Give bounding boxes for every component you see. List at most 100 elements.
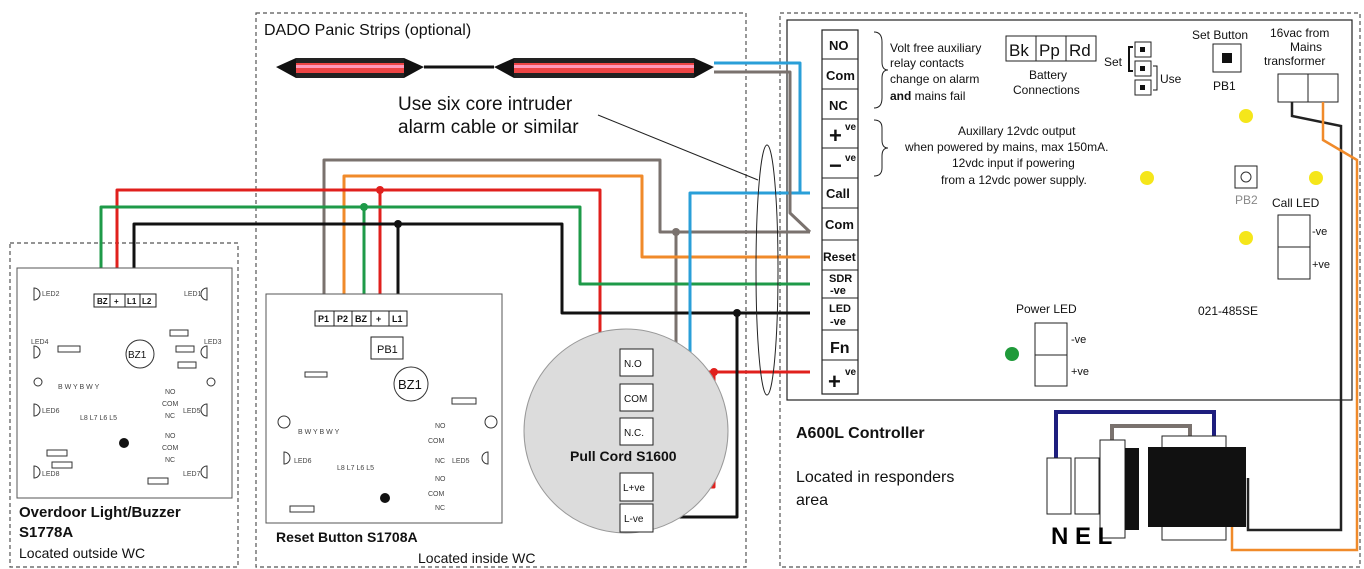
overdoor-dot xyxy=(119,438,129,448)
controller-location2: area xyxy=(796,492,828,509)
mains-0: 16vac from xyxy=(1270,26,1329,40)
od-led-5: LED5 xyxy=(183,408,201,415)
pullcord-terminals: N.O COM N.C. L+ve L-ve xyxy=(619,348,654,533)
od-sw-2: NC xyxy=(165,413,175,420)
wire-mains-orange xyxy=(1230,102,1359,552)
aux-note-1: when powered by mains, max 150mA. xyxy=(904,140,1108,154)
power-led-title: Power LED xyxy=(1016,302,1077,316)
overdoor-location: Located outside WC xyxy=(19,545,145,561)
relay-note-rest: mains fail xyxy=(911,89,965,103)
set-button-cap xyxy=(1222,53,1232,63)
battery-pp: Pp xyxy=(1039,41,1060,60)
rs-sw-3: NO xyxy=(435,476,446,483)
mains-2: transformer xyxy=(1264,54,1325,68)
relay-note-bold: and xyxy=(890,89,911,103)
battery-rd: Rd xyxy=(1069,41,1091,60)
od-sw-1: COM xyxy=(162,401,179,408)
od-sw-4: COM xyxy=(162,445,179,452)
wire-green xyxy=(99,205,366,318)
rs-sw-4: COM xyxy=(428,491,445,498)
wire-black xyxy=(132,222,400,318)
ct-term-4-sup: ve xyxy=(845,153,857,164)
reset-title: Reset Button S1708A xyxy=(276,529,418,545)
brace-aux xyxy=(873,119,889,177)
rs-sw-5: NC xyxy=(435,505,445,512)
panic-strip-left xyxy=(276,58,424,78)
rs-sw-0: NO xyxy=(435,423,446,430)
panic-title: DADO Panic Strips (optional) xyxy=(264,22,471,39)
relay-note-3: and mains fail xyxy=(890,89,965,103)
aux-note-2: 12vdc input if powering xyxy=(952,156,1075,170)
set-use-jumper[interactable] xyxy=(1128,41,1158,96)
rs-led-1: LED5 xyxy=(452,458,470,465)
ct-term-10: Fn xyxy=(830,340,850,357)
yellow-leds xyxy=(1140,109,1323,245)
overdoor-bz1: BZ1 xyxy=(128,350,147,361)
call-led-neg-label: -ve xyxy=(1312,226,1327,238)
reset-bz1: BZ1 xyxy=(398,377,422,392)
od-links-top: B W Y B W Y xyxy=(58,384,100,391)
reset-dot xyxy=(380,493,390,503)
cable-note-line1: Use six core intruder xyxy=(398,94,573,115)
call-led-title: Call LED xyxy=(1272,196,1320,210)
set-button-label: Set Button xyxy=(1192,28,1248,42)
ct-term-8: SDR xyxy=(829,273,852,285)
relay-note-2: change on alarm xyxy=(890,72,979,86)
battery-bk: Bk xyxy=(1009,41,1029,60)
rs-links-bottom: L8 L7 L6 L5 xyxy=(337,465,374,472)
pc-term-1: COM xyxy=(624,394,647,405)
ct-term-2: NC xyxy=(829,98,848,113)
od-led-6: LED8 xyxy=(42,471,60,478)
power-led-pos xyxy=(1034,354,1068,387)
reset-board xyxy=(265,293,503,524)
reset-bz1-circle xyxy=(393,366,429,402)
od-led-3: LED3 xyxy=(204,339,222,346)
od-term-2: L1 xyxy=(127,297,137,306)
overdoor-title2: S1778A xyxy=(19,524,73,541)
call-led-neg xyxy=(1277,214,1311,248)
wire-red xyxy=(115,188,382,318)
aux-note-3: from a 12vdc power supply. xyxy=(941,173,1087,187)
relay-note-1: relay contacts xyxy=(890,56,964,70)
od-term-1: + xyxy=(114,297,119,306)
relay-note-0: Volt free auxiliary xyxy=(890,41,981,55)
reset-pb1[interactable] xyxy=(370,336,404,360)
rs-sw-1: COM xyxy=(428,438,445,445)
ct-term-1: Com xyxy=(826,68,855,83)
od-led-7: LED7 xyxy=(183,471,201,478)
brace-relay xyxy=(873,31,889,109)
controller-title: A600L Controller xyxy=(796,425,925,442)
od-sw-3: NO xyxy=(165,433,176,440)
ct-term-8-sub: -ve xyxy=(830,285,846,297)
battery-caption2: Connections xyxy=(1013,83,1080,97)
use-label: Use xyxy=(1160,72,1182,86)
set-button-id: PB1 xyxy=(1213,79,1236,93)
rs-led-0: LED6 xyxy=(294,458,312,465)
rs-term-2: BZ xyxy=(355,314,367,324)
od-term-3: L2 xyxy=(142,297,152,306)
reset-pb1-label: PB1 xyxy=(377,344,398,356)
reset-components xyxy=(277,371,498,513)
controller-enclosure xyxy=(779,12,1361,568)
pc-term-2: N.C. xyxy=(624,428,644,439)
mains-terminals xyxy=(1277,73,1339,103)
mains-1: Mains xyxy=(1290,40,1322,54)
od-term-0: BZ xyxy=(97,297,108,306)
wire-grey-panic xyxy=(714,70,812,234)
cable-note-line2: alarm cable or similar xyxy=(398,117,579,138)
ct-term-4: − xyxy=(829,153,842,178)
power-led-neg xyxy=(1034,322,1068,356)
rs-term-4: L1 xyxy=(392,314,403,324)
rs-sw-2: NC xyxy=(435,458,445,465)
panic-strip-right xyxy=(494,58,714,78)
od-sw-0: NO xyxy=(165,389,176,396)
od-led-0: LED2 xyxy=(42,291,60,298)
ct-term-11: + xyxy=(828,369,841,394)
ct-term-5: Call xyxy=(826,186,850,201)
transformer xyxy=(1046,410,1246,541)
controller-location1: Located in responders xyxy=(796,469,954,486)
power-led-neg-label: -ve xyxy=(1071,334,1086,346)
cable-bundle xyxy=(755,144,779,396)
wire-black-2 xyxy=(398,222,810,315)
battery-connections: Bk Pp Rd Battery Connections xyxy=(1005,35,1097,97)
